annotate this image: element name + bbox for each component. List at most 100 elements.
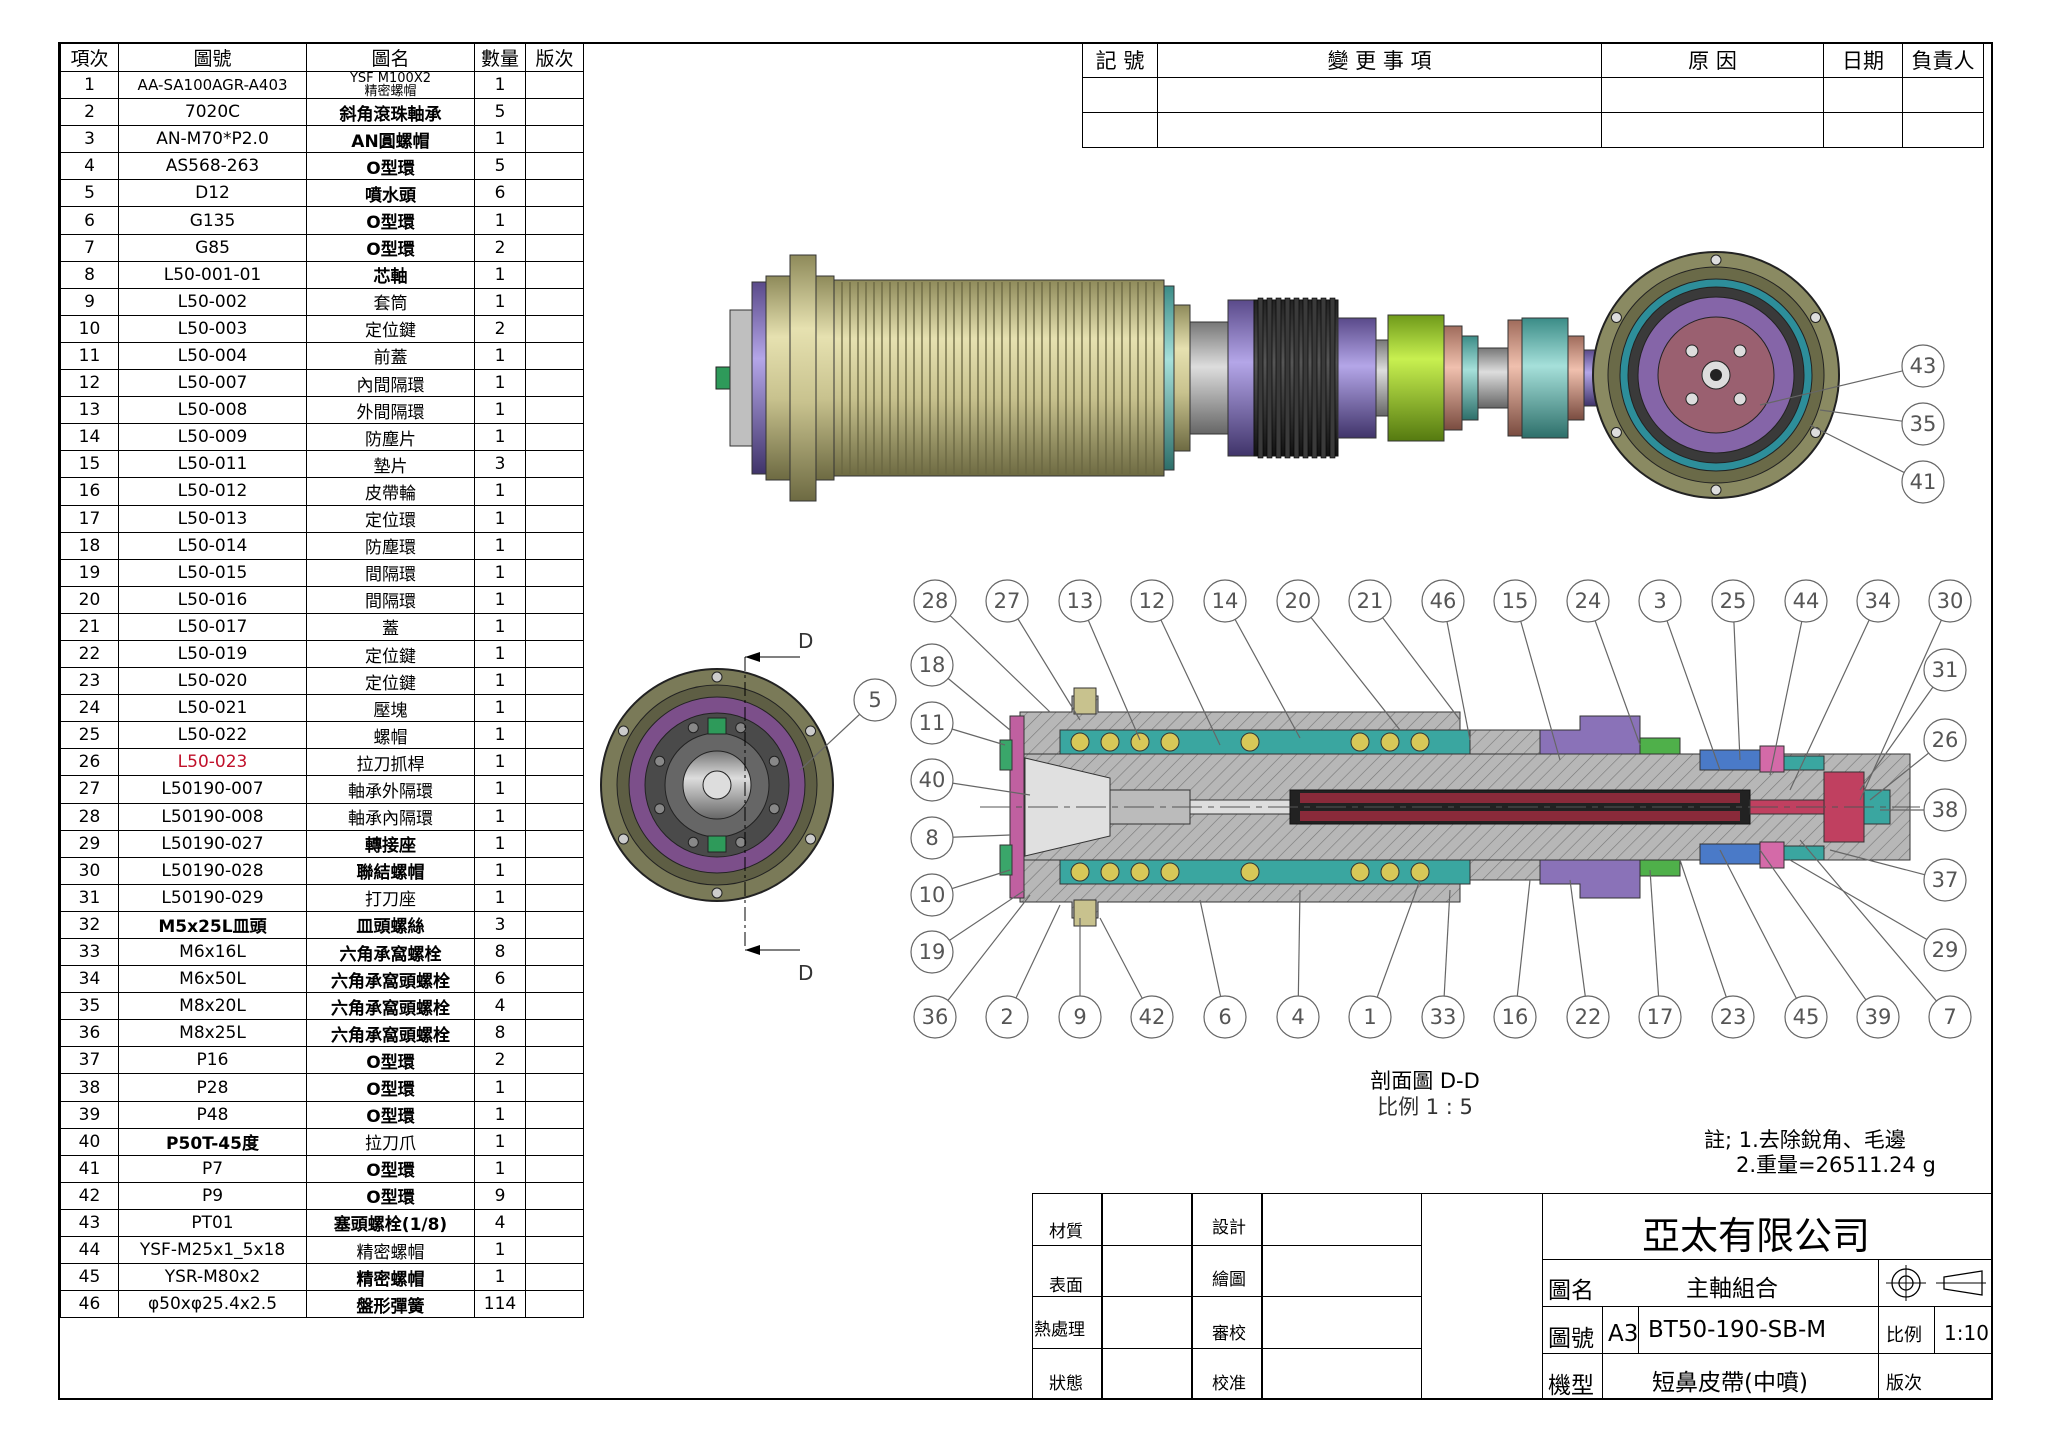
drawing-number: BT50-190-SB-M <box>1648 1317 1827 1343</box>
spindle-end-view-left <box>600 652 834 955</box>
design-label: 設計 <box>1212 1218 1246 1238</box>
bom-part-name: AN圓螺帽 <box>306 125 475 154</box>
bolt-hole <box>1610 312 1622 323</box>
callout-circle <box>1923 858 1967 902</box>
callout-circle <box>985 995 1029 1039</box>
callout-33: 33 <box>1430 1005 1457 1029</box>
bom-part-name: O型環 <box>306 1154 475 1183</box>
callout-circle <box>1566 579 1610 623</box>
bom-item-no: 39 <box>60 1100 119 1129</box>
bom-part-name: 轉接座 <box>306 829 475 858</box>
callout-40: 40 <box>919 768 946 792</box>
bom-part-name: 精密螺帽 <box>306 1263 475 1292</box>
bom-part-name: 精密螺帽 <box>306 1236 475 1265</box>
callout-circle <box>1203 995 1247 1039</box>
callout-circle <box>1928 995 1972 1039</box>
bearing-ball <box>1070 732 1090 752</box>
callout-circle <box>1711 995 1755 1039</box>
callout-leader <box>1719 849 1807 1018</box>
callout-circle <box>853 678 897 722</box>
bom-quantity: 1 <box>474 775 526 804</box>
bom-part-code: L50-011 <box>118 450 307 479</box>
callout-circle <box>1493 579 1537 623</box>
bom-quantity: 1 <box>474 856 526 885</box>
callout-leader <box>1442 600 1471 741</box>
bom-quantity: 1 <box>474 667 526 696</box>
bom-quantity: 1 <box>474 260 526 289</box>
bearing-ball <box>1410 732 1430 752</box>
callout-circle <box>910 930 954 974</box>
callout-leader <box>1759 365 1924 406</box>
callout-circle <box>1058 995 1102 1039</box>
bom-item-no: 32 <box>60 910 119 940</box>
bom-part-name: 拉刀爪 <box>306 1127 475 1156</box>
callout-circle <box>1566 995 1610 1039</box>
bolt-hole <box>711 671 723 683</box>
bolt-hole <box>735 836 747 848</box>
bolt-hole <box>735 722 747 734</box>
bolt-hole <box>617 725 629 737</box>
callout-circle <box>1638 579 1682 623</box>
bom-part-name: 螺帽 <box>306 721 475 750</box>
bearing-ball <box>1100 732 1120 752</box>
callout-22: 22 <box>1575 1005 1602 1029</box>
callout-leader <box>1079 600 1141 741</box>
belt-pulley-teeth <box>1257 297 1336 459</box>
bearing-ball <box>1410 862 1430 882</box>
callout-19: 19 <box>919 940 946 964</box>
callout-25: 25 <box>1720 589 1747 613</box>
bom-part-code: M5x25L皿頭 <box>118 910 307 940</box>
bom-part-name: 軸承內隔環 <box>306 802 475 831</box>
bom-version <box>525 612 584 641</box>
callout-46: 46 <box>1430 589 1457 613</box>
bom-item-no: 43 <box>60 1208 119 1238</box>
bolt-hole <box>687 722 699 734</box>
pulley-tooth <box>1284 297 1291 459</box>
bom-part-name: 盤形彈簧 <box>306 1290 475 1319</box>
title-block: 材質 表面 熱處理 狀態 設計 繪圖 審校 校准 亞太有限公司 圖名 主軸組合 … <box>1032 1193 1993 1400</box>
callout-circle <box>1784 579 1828 623</box>
bom-part-code: P28 <box>118 1073 307 1102</box>
callout-leader <box>1649 869 1661 1018</box>
bom-part-name: 前蓋 <box>306 341 475 371</box>
bom-part-name: 間隔環 <box>306 585 475 614</box>
bom-quantity: 1 <box>474 612 526 641</box>
bom-quantity: 1 <box>474 1263 526 1292</box>
callout-38: 38 <box>1932 798 1959 822</box>
bom-part-code: L50-009 <box>118 423 307 452</box>
callout-circle <box>1711 579 1755 623</box>
callout-27: 27 <box>994 589 1021 613</box>
bolt-hole <box>768 803 780 815</box>
bom-quantity: 1 <box>474 1236 526 1265</box>
callout-circle <box>1923 648 1967 692</box>
bom-quantity: 1 <box>474 341 526 371</box>
bom-part-code: P7 <box>118 1154 307 1183</box>
bom-part-name: 墊片 <box>306 450 475 479</box>
bearing-ball <box>1160 862 1180 882</box>
revision-table: 記 號 變 更 事 項 原 因 日期 負責人 <box>1082 42 1984 148</box>
callout-31: 31 <box>1932 658 1959 682</box>
bom-quantity: 1 <box>474 721 526 750</box>
bearing-ball <box>1070 862 1090 882</box>
callout-circle <box>913 995 957 1039</box>
bom-item-no: 26 <box>60 748 119 777</box>
callout-43: 43 <box>1910 354 1937 378</box>
callout-circle <box>1901 460 1945 504</box>
heat-treatment-label: 熱處理 <box>1034 1320 1085 1340</box>
callout-circle <box>1130 995 1174 1039</box>
bom-quantity: 5 <box>474 152 526 181</box>
bom-part-name: 間隔環 <box>306 558 475 587</box>
bom-part-code: L50-017 <box>118 612 307 641</box>
callout-circle <box>1058 579 1102 623</box>
